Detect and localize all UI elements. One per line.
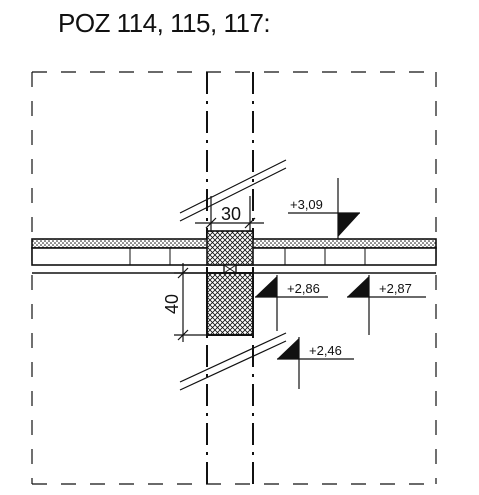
- break-line-top: [179, 159, 287, 222]
- level-label-top-slab: +3,09: [290, 197, 323, 212]
- level-label-lower: +2,46: [309, 343, 342, 358]
- level-marker-ceiling-right: [347, 275, 426, 335]
- lintel-beam: [206, 272, 254, 336]
- level-marker-lower: [277, 337, 354, 389]
- dimension-opening-width-label: 30: [221, 204, 241, 224]
- wall-core: [206, 230, 254, 266]
- dimension-opening-width: [195, 196, 264, 232]
- level-label-lintel-bottom: +2,86: [287, 281, 320, 296]
- dimension-lintel-height: [174, 263, 207, 342]
- level-marker-lintel-bottom: [255, 275, 328, 331]
- dimension-lintel-height-label: 40: [162, 294, 182, 314]
- level-label-ceiling-right: +2,87: [379, 281, 412, 296]
- drawing-title: POZ 114, 115, 117:: [58, 8, 271, 38]
- level-marker-top-slab: [288, 178, 360, 239]
- dashed-boundary: [31, 71, 437, 485]
- break-line-bottom: [179, 332, 287, 391]
